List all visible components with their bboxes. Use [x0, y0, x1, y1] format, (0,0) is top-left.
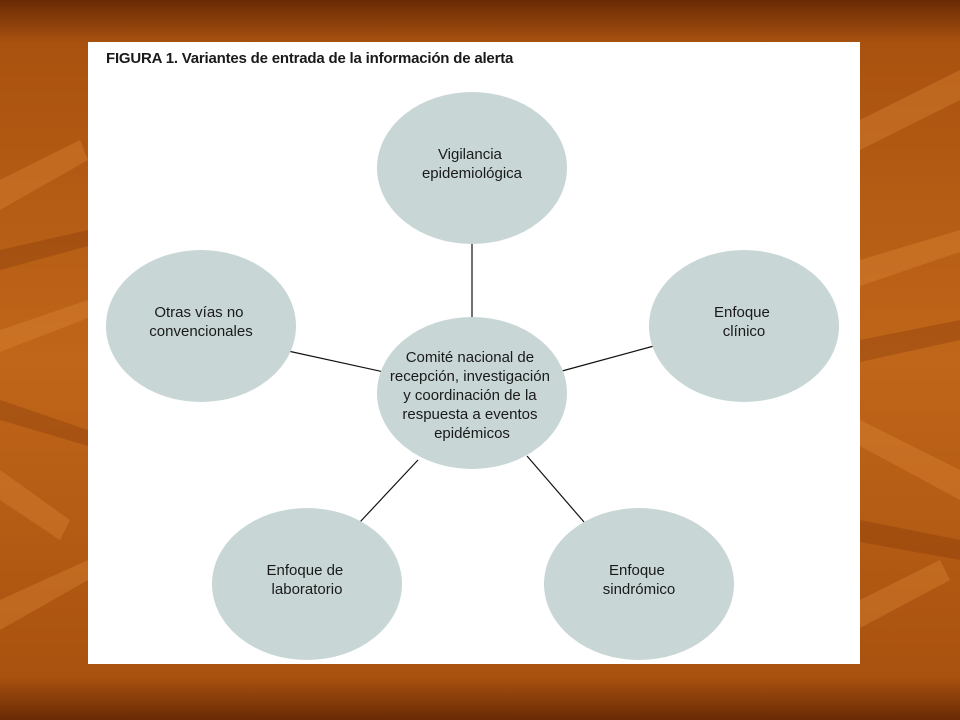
node-bottom-left-line-1: Enfoque de — [267, 562, 344, 579]
node-bottom-right: Enfoque sindrómico — [544, 508, 734, 660]
node-right-line-2: clínico — [723, 323, 766, 340]
node-bottom-right-line-2: sindrómico — [603, 581, 676, 598]
node-left-shape — [106, 250, 296, 402]
svg-text:Enfoque sindrómico: Enfoque sindrómico — [603, 562, 676, 598]
node-left: Otras vías no convencionales — [106, 250, 296, 402]
svg-text:Vigilancia epidemiológ: Vigilancia epidemiológica — [422, 146, 523, 182]
figure-title: FIGURA 1. Variantes de entrada de la inf… — [106, 50, 514, 67]
decorative-streaks — [0, 70, 960, 630]
svg-text:Comité nacional de rec: Comité nacional de recepción, investigac… — [390, 349, 554, 442]
connectors — [287, 244, 655, 523]
svg-text:Enfoque clínico: Enfoque clínico — [714, 304, 774, 340]
connector-bottom-left — [359, 459, 419, 523]
node-top-shape — [377, 92, 567, 244]
node-center-line-1: Comité nacional de — [406, 349, 534, 366]
node-bottom-right-shape — [544, 508, 734, 660]
node-top: Vigilancia epidemiológica — [377, 92, 567, 244]
svg-text:Otras vías no convenci: Otras vías no convencionales — [149, 304, 252, 340]
svg-text:Enfoque de laboratorio: Enfoque de laboratorio — [267, 562, 348, 598]
node-bottom-left-line-2: laboratorio — [272, 581, 343, 598]
node-right-line-1: Enfoque — [714, 304, 770, 321]
connector-right — [561, 345, 655, 372]
node-top-line-1: Vigilancia — [438, 146, 503, 163]
node-center-shape — [377, 317, 567, 469]
connector-bottom-right — [526, 455, 585, 523]
node-center-line-3: y coordinación de la — [403, 387, 537, 404]
node-left-line-2: convencionales — [149, 323, 252, 340]
figure-panel: FIGURA 1. Variantes de entrada de la inf… — [88, 42, 860, 664]
node-bottom-left: Enfoque de laboratorio — [212, 508, 402, 660]
node-bottom-left-shape — [212, 508, 402, 660]
node-right-shape — [649, 250, 839, 402]
node-left-line-1: Otras vías no — [154, 304, 243, 321]
connector-left — [287, 350, 385, 373]
node-center-line-2: recepción, investigación — [390, 368, 550, 385]
node-bottom-right-line-1: Enfoque — [609, 562, 665, 579]
node-center-line-5: epidémicos — [434, 425, 510, 442]
node-center-line-4: respuesta a eventos — [402, 406, 537, 423]
hub-spoke-diagram: Vigilancia epidemiológica Enfoque clínic… — [106, 92, 839, 660]
node-right: Enfoque clínico — [649, 250, 839, 402]
node-center: Comité nacional de recepción, investigac… — [377, 317, 567, 469]
node-top-line-2: epidemiológica — [422, 165, 523, 182]
